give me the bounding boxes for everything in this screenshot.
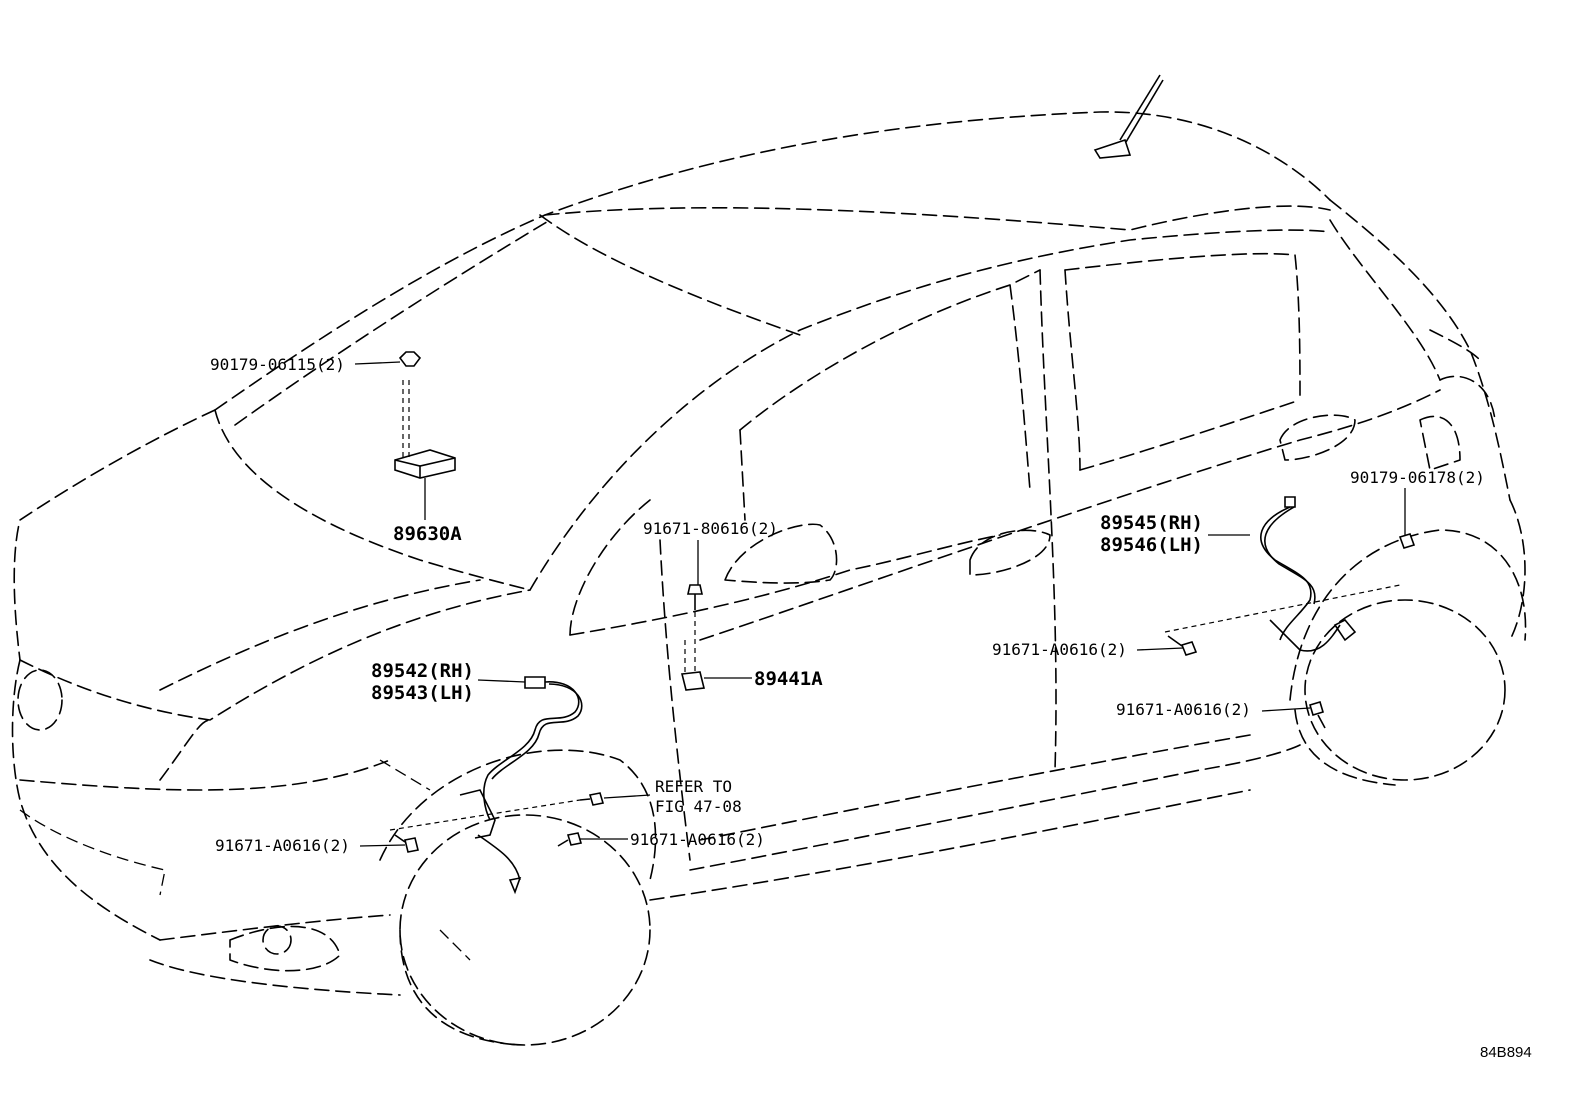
callout-rear-sensor-lh: 89546(LH) <box>1100 534 1203 556</box>
yaw-sensor-part <box>681 671 705 691</box>
figure-id: 84B894 <box>1480 1044 1532 1061</box>
rear-bolts-part <box>1167 533 1416 729</box>
antenna <box>1093 74 1164 159</box>
callout-bolt-front-left: 91671-A0616(2) <box>215 836 350 855</box>
callout-front-sensor-lh: 89543(LH) <box>371 682 474 704</box>
rear-speed-sensor-part <box>1164 496 1401 652</box>
callout-bolt-front-right: 91671-A0616(2) <box>630 830 765 849</box>
callout-front-sensor-rh: 89542(RH) <box>371 660 474 682</box>
callout-module: 89630A <box>393 523 462 545</box>
callout-refer-to: REFER TO <box>655 777 732 796</box>
callout-yaw-sensor: 89441A <box>754 668 823 690</box>
nut-top-part <box>398 351 422 367</box>
front-speed-sensor-part <box>459 676 583 895</box>
mirror-bolt-part <box>684 584 703 672</box>
computer-module-part <box>394 380 456 479</box>
callout-bolt-rear-upper: 91671-A0616(2) <box>992 640 1127 659</box>
callout-nut-top: 90179-06115(2) <box>210 355 345 374</box>
callout-refer-fig: FIG 47-08 <box>655 797 742 816</box>
callout-nut-rear: 90179-06178(2) <box>1350 468 1485 487</box>
car-body-outline <box>11 111 1527 1046</box>
callout-bolt-mirror: 91671-80616(2) <box>643 519 778 538</box>
leader-lines <box>354 361 1406 847</box>
callout-bolt-rear-lower: 91671-A0616(2) <box>1116 700 1251 719</box>
front-bolts-part <box>389 792 605 853</box>
callout-rear-sensor-rh: 89545(RH) <box>1100 512 1203 534</box>
